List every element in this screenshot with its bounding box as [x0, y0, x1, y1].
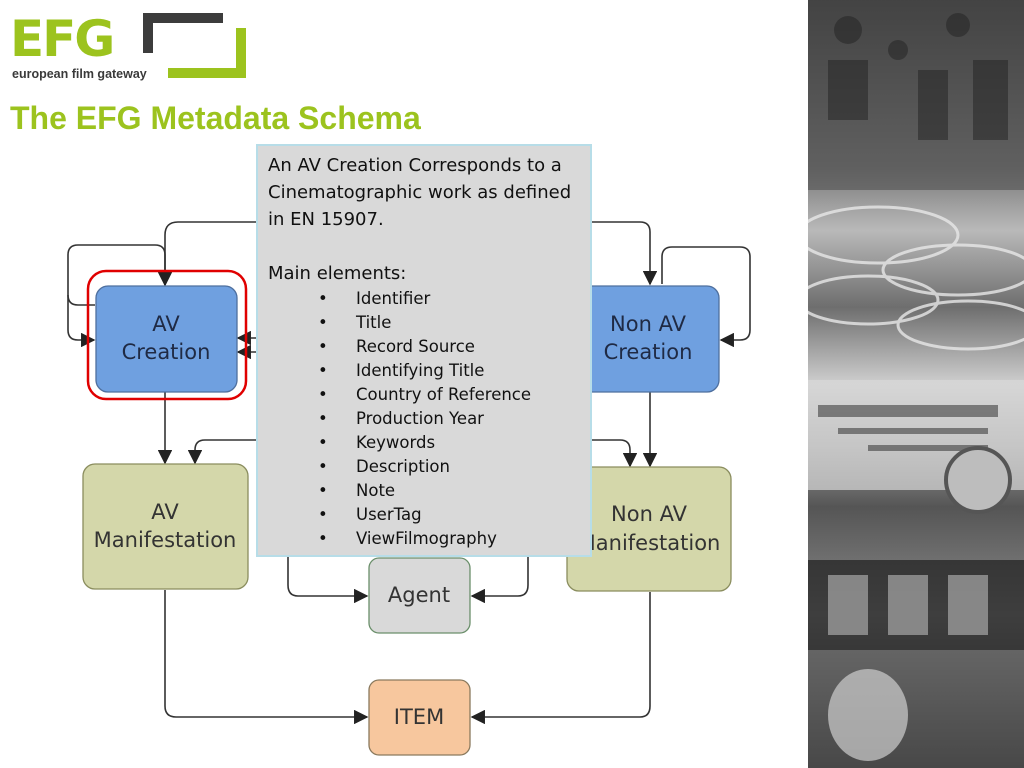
av-manifestation-label-1: AV	[151, 500, 179, 524]
av-manifestation-to-item	[164, 590, 369, 725]
non-av-creation-label-2: Creation	[604, 340, 693, 364]
bullet-icon: •	[318, 409, 328, 428]
bullet-icon: •	[318, 505, 328, 524]
bullet-icon: •	[318, 481, 328, 500]
non-av-creation-self-loop	[661, 246, 751, 348]
non-av-manifestation-label-2: Manifestation	[578, 531, 721, 555]
slide-title: The EFG Metadata Schema	[10, 100, 421, 136]
film-collage-art	[808, 0, 1024, 768]
list-item: •Identifier	[268, 287, 580, 311]
list-item: •Production Year	[268, 407, 580, 431]
callout-intro: An AV Creation Corresponds to a Cinemato…	[268, 155, 572, 230]
callout-elements-heading: Main elements:	[268, 263, 407, 284]
av-creation-label-2: Creation	[122, 340, 211, 364]
non-av-creation-label-1: Non AV	[610, 312, 687, 336]
diagram-connectors	[67, 221, 751, 725]
metadata-schema-diagram: AV Creation Non AV Creation AV Manifesta…	[67, 221, 751, 756]
logo-tagline: european film gateway	[12, 67, 147, 81]
logo-bracket-grey	[143, 13, 223, 53]
list-item: •ViewFilmography	[268, 527, 580, 551]
link-to-agent-left	[287, 556, 369, 604]
list-item: •Record Source	[268, 335, 580, 359]
list-item: •UserTag	[268, 503, 580, 527]
non-av-manifestation-to-item	[470, 592, 651, 725]
link-to-av-manifestation	[187, 439, 258, 465]
av-creation-self-loop-return	[67, 295, 96, 348]
bullet-icon: •	[318, 289, 328, 308]
list-item: •Identifying Title	[268, 359, 580, 383]
av-creation-label-1: AV	[152, 312, 180, 336]
list-item: •Title	[268, 311, 580, 335]
callout-elements-list: •Identifier •Title •Record Source •Ident…	[268, 287, 580, 551]
av-creation-highlight	[86, 269, 248, 401]
top-link-av-creation	[157, 221, 258, 286]
list-item: •Country of Reference	[268, 383, 580, 407]
list-item: •Keywords	[268, 431, 580, 455]
link-to-non-av-manifestation	[590, 439, 638, 468]
av-creation-callout: An AV Creation Corresponds to a Cinemato…	[256, 144, 592, 557]
av-creation-self-loop	[67, 244, 173, 306]
agent-label: Agent	[388, 583, 450, 607]
bullet-icon: •	[318, 457, 328, 476]
bullet-icon: •	[318, 313, 328, 332]
logo-bracket-green	[168, 28, 246, 78]
link-to-agent-right	[470, 556, 529, 604]
item-node	[368, 679, 471, 756]
bullet-icon: •	[318, 529, 328, 548]
bullet-icon: •	[318, 337, 328, 356]
film-collage-image	[808, 0, 1024, 768]
non-av-creation-node	[574, 285, 720, 393]
top-link-non-av-creation	[590, 221, 658, 286]
av-manifestation-label-2: Manifestation	[94, 528, 237, 552]
efg-logo: EFG european film gateway	[10, 10, 250, 85]
av-manifestation-node	[82, 463, 249, 590]
av-creation-node	[95, 285, 238, 393]
item-label: ITEM	[394, 705, 444, 729]
non-av-manifestation-label-1: Non AV	[611, 502, 688, 526]
bullet-icon: •	[318, 433, 328, 452]
list-item: •Description	[268, 455, 580, 479]
agent-node	[368, 557, 471, 634]
logo-text: EFG	[10, 10, 115, 68]
bullet-icon: •	[318, 361, 328, 380]
list-item: •Note	[268, 479, 580, 503]
bullet-icon: •	[318, 385, 328, 404]
